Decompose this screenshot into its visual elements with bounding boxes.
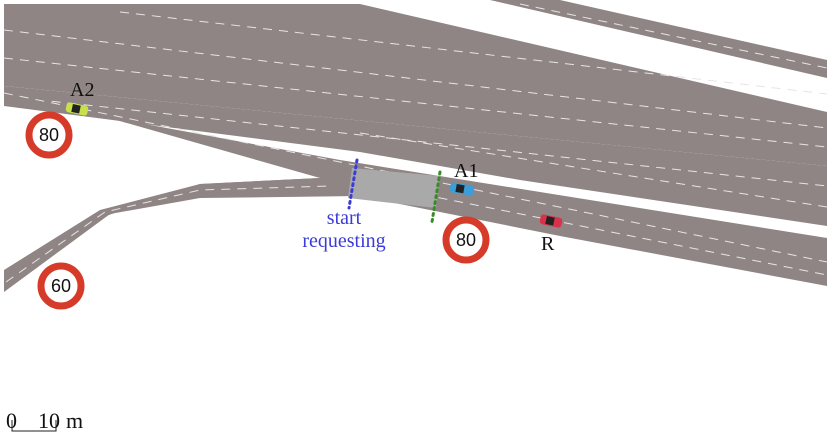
speed-sign-left-value: 80 bbox=[39, 125, 59, 145]
road-upper-right bbox=[490, 0, 827, 78]
scale-bar-ten: 10 bbox=[38, 408, 60, 433]
vehicle-r-label: R bbox=[541, 233, 555, 255]
vehicle-a1: A1 bbox=[449, 160, 478, 196]
end-requesting-line bbox=[430, 170, 442, 224]
request-segment bbox=[348, 168, 440, 208]
vehicle-a2-label: A2 bbox=[70, 79, 94, 101]
start-requesting-label-line2: requesting bbox=[302, 230, 385, 252]
road-middle-carriageway bbox=[4, 86, 827, 226]
speed-sign-middle-value: 80 bbox=[456, 230, 476, 250]
speed-sign-middle: 80 bbox=[442, 216, 490, 264]
scale-bar-zero: 0 bbox=[6, 408, 17, 433]
road-on-ramp bbox=[4, 178, 360, 292]
scale-bar: 0 10 m bbox=[6, 408, 83, 433]
speed-sign-left: 80 bbox=[25, 111, 73, 159]
speed-sign-ramp-value: 60 bbox=[51, 276, 71, 296]
vehicle-a2: A2 bbox=[65, 79, 94, 116]
speed-sign-ramp: 60 bbox=[37, 262, 85, 310]
start-requesting-label-line1: start bbox=[327, 207, 362, 229]
vehicle-a1-label: A1 bbox=[454, 160, 478, 182]
road-upper-carriageway bbox=[4, 4, 827, 166]
scale-bar-unit: m bbox=[66, 408, 83, 433]
start-requesting-line bbox=[347, 158, 359, 210]
vehicle-r: R bbox=[539, 214, 563, 255]
